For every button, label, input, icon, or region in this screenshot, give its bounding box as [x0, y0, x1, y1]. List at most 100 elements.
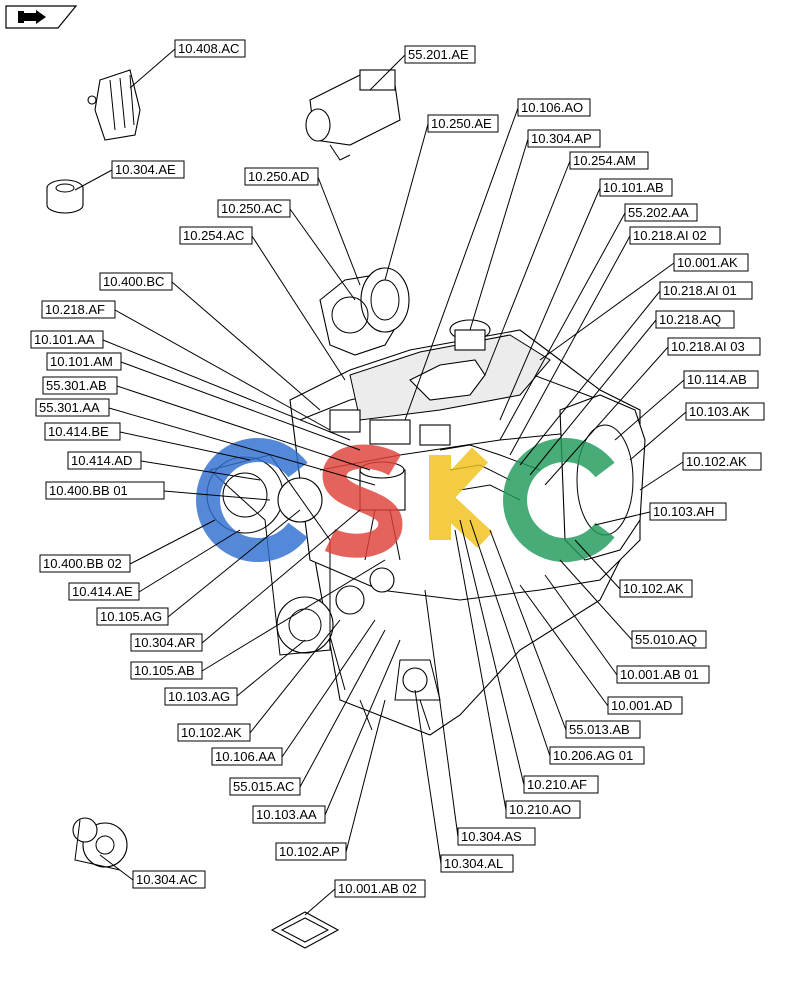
part-label-text: 10.250.AE — [431, 116, 492, 131]
part-label-text: 10.206.AG 01 — [553, 748, 633, 763]
part-label-box — [624, 203, 698, 222]
part-label[interactable]: 10.102.AK — [619, 579, 693, 598]
part-label[interactable]: 10.304.AP — [527, 129, 601, 148]
part-label-box — [67, 451, 142, 470]
part-label-text: 55.202.AA — [628, 205, 689, 220]
part-label-text: 10.106.AA — [215, 749, 276, 764]
part-label-text: 10.414.BE — [48, 424, 109, 439]
part-label[interactable]: 10.001.AD — [607, 696, 683, 715]
part-label[interactable]: 10.102.AK — [682, 452, 762, 471]
part-label-box — [517, 98, 591, 117]
part-label-text: 10.304.AE — [115, 162, 176, 177]
part-label-text: 10.103.AG — [168, 689, 230, 704]
part-label-text: 10.102.AK — [181, 725, 242, 740]
part-label[interactable]: 55.013.AB — [565, 720, 641, 739]
part-label[interactable]: 10.001.AK — [673, 253, 749, 272]
part-label-box — [132, 870, 206, 889]
part-label-box — [404, 45, 476, 64]
part-label[interactable]: 10.304.AR — [130, 633, 203, 652]
part-label-text: 10.304.AS — [461, 829, 522, 844]
part-label[interactable]: 10.218.AI 03 — [667, 337, 761, 356]
part-label[interactable]: 10.400.BB 02 — [39, 554, 131, 573]
part-label[interactable]: 10.103.AK — [685, 402, 765, 421]
part-label[interactable]: 10.105.AG — [96, 607, 169, 626]
leader-lines — [74, 48, 687, 916]
part-label-box — [619, 579, 693, 598]
part-label-text: 10.001.AD — [611, 698, 672, 713]
part-label-text: 10.210.AF — [527, 777, 587, 792]
part-label[interactable]: 55.201.AE — [404, 45, 476, 64]
part-label-text: 55.015.AC — [233, 779, 294, 794]
part-label[interactable]: 10.001.AB 01 — [616, 665, 710, 684]
part-label[interactable]: 10.105.AB — [130, 661, 203, 680]
part-label[interactable]: 10.414.AD — [67, 451, 142, 470]
part-label[interactable]: 10.304.AL — [440, 854, 514, 873]
part-label-box — [569, 151, 649, 170]
part-label-box — [130, 633, 203, 652]
part-label-text: 55.013.AB — [569, 722, 630, 737]
part-label-text: 10.218.AI 03 — [671, 339, 745, 354]
part-label[interactable]: 55.015.AC — [229, 777, 301, 796]
part-label[interactable]: 10.250.AC — [217, 199, 291, 218]
part-label[interactable]: 10.254.AM — [569, 151, 649, 170]
gasket-part — [270, 911, 340, 949]
part-label[interactable]: 10.414.BE — [44, 422, 121, 441]
part-label[interactable]: 10.102.AK — [177, 723, 251, 742]
part-label-text: 10.400.BB 01 — [49, 483, 128, 498]
part-label[interactable]: 10.304.AC — [132, 870, 206, 889]
part-label-box — [334, 879, 426, 898]
part-label[interactable]: 10.114.AB — [683, 370, 759, 389]
part-label-box — [505, 800, 581, 819]
part-label[interactable]: 10.210.AF — [523, 775, 599, 794]
part-label[interactable]: 10.103.AA — [252, 805, 326, 824]
part-label[interactable]: 10.218.AQ — [655, 310, 735, 329]
part-label[interactable]: 10.101.AB — [599, 178, 673, 197]
part-label[interactable]: 55.301.AB — [42, 376, 118, 395]
part-label[interactable]: 10.101.AM — [46, 352, 122, 371]
part-label[interactable]: 55.202.AA — [624, 203, 698, 222]
part-label[interactable]: 10.101.AA — [30, 330, 104, 349]
part-label[interactable]: 10.254.AC — [179, 226, 253, 245]
part-label-text: 55.301.AB — [46, 378, 107, 393]
part-label[interactable]: 10.210.AO — [505, 800, 581, 819]
part-label[interactable]: 55.301.AA — [35, 398, 110, 417]
part-label-text: 10.254.AM — [573, 153, 636, 168]
part-label-text: 10.408.AC — [178, 41, 239, 56]
part-label[interactable]: 10.304.AS — [457, 827, 536, 846]
part-label-box — [655, 310, 735, 329]
part-label[interactable]: 10.218.AF — [41, 300, 116, 319]
part-label[interactable]: 10.408.AC — [174, 39, 246, 58]
part-label-text: 10.304.AP — [531, 131, 592, 146]
part-label[interactable]: 10.414.AE — [68, 582, 140, 601]
part-label-box — [39, 554, 131, 573]
part-label[interactable]: 10.102.AP — [275, 842, 347, 861]
part-label-box — [229, 777, 301, 796]
part-label-box — [130, 661, 203, 680]
part-label-text: 55.201.AE — [408, 47, 469, 62]
part-label[interactable]: 10.400.BB 01 — [45, 481, 165, 500]
part-label-text: 10.105.AG — [100, 609, 162, 624]
book-page-icon[interactable] — [5, 5, 78, 29]
part-label-text: 10.304.AC — [136, 872, 197, 887]
part-label[interactable]: 10.103.AG — [164, 687, 238, 706]
part-label[interactable]: 10.250.AE — [427, 114, 499, 133]
part-label[interactable]: 10.103.AH — [649, 502, 727, 521]
part-label[interactable]: 10.218.AI 01 — [659, 281, 753, 300]
part-label-box — [177, 723, 251, 742]
part-label[interactable]: 10.001.AB 02 — [334, 879, 426, 898]
part-label[interactable]: 10.106.AO — [517, 98, 591, 117]
part-label[interactable]: 10.304.AE — [111, 160, 185, 179]
part-label-box — [35, 398, 110, 417]
part-label-text: 10.218.AF — [45, 302, 105, 317]
part-label[interactable]: 10.250.AD — [244, 167, 319, 186]
part-label[interactable]: 10.106.AA — [211, 747, 283, 766]
part-label[interactable]: 10.206.AG 01 — [549, 746, 645, 765]
part-label[interactable]: 10.400.BC — [99, 272, 173, 291]
part-label-box — [99, 272, 173, 291]
part-label-text: 55.301.AA — [39, 400, 100, 415]
part-label-box — [673, 253, 749, 272]
part-label-text: 10.250.AC — [221, 201, 282, 216]
part-label[interactable]: 10.218.AI 02 — [629, 226, 721, 245]
part-label[interactable]: 55.010.AQ — [631, 630, 707, 649]
part-label-box — [46, 352, 122, 371]
